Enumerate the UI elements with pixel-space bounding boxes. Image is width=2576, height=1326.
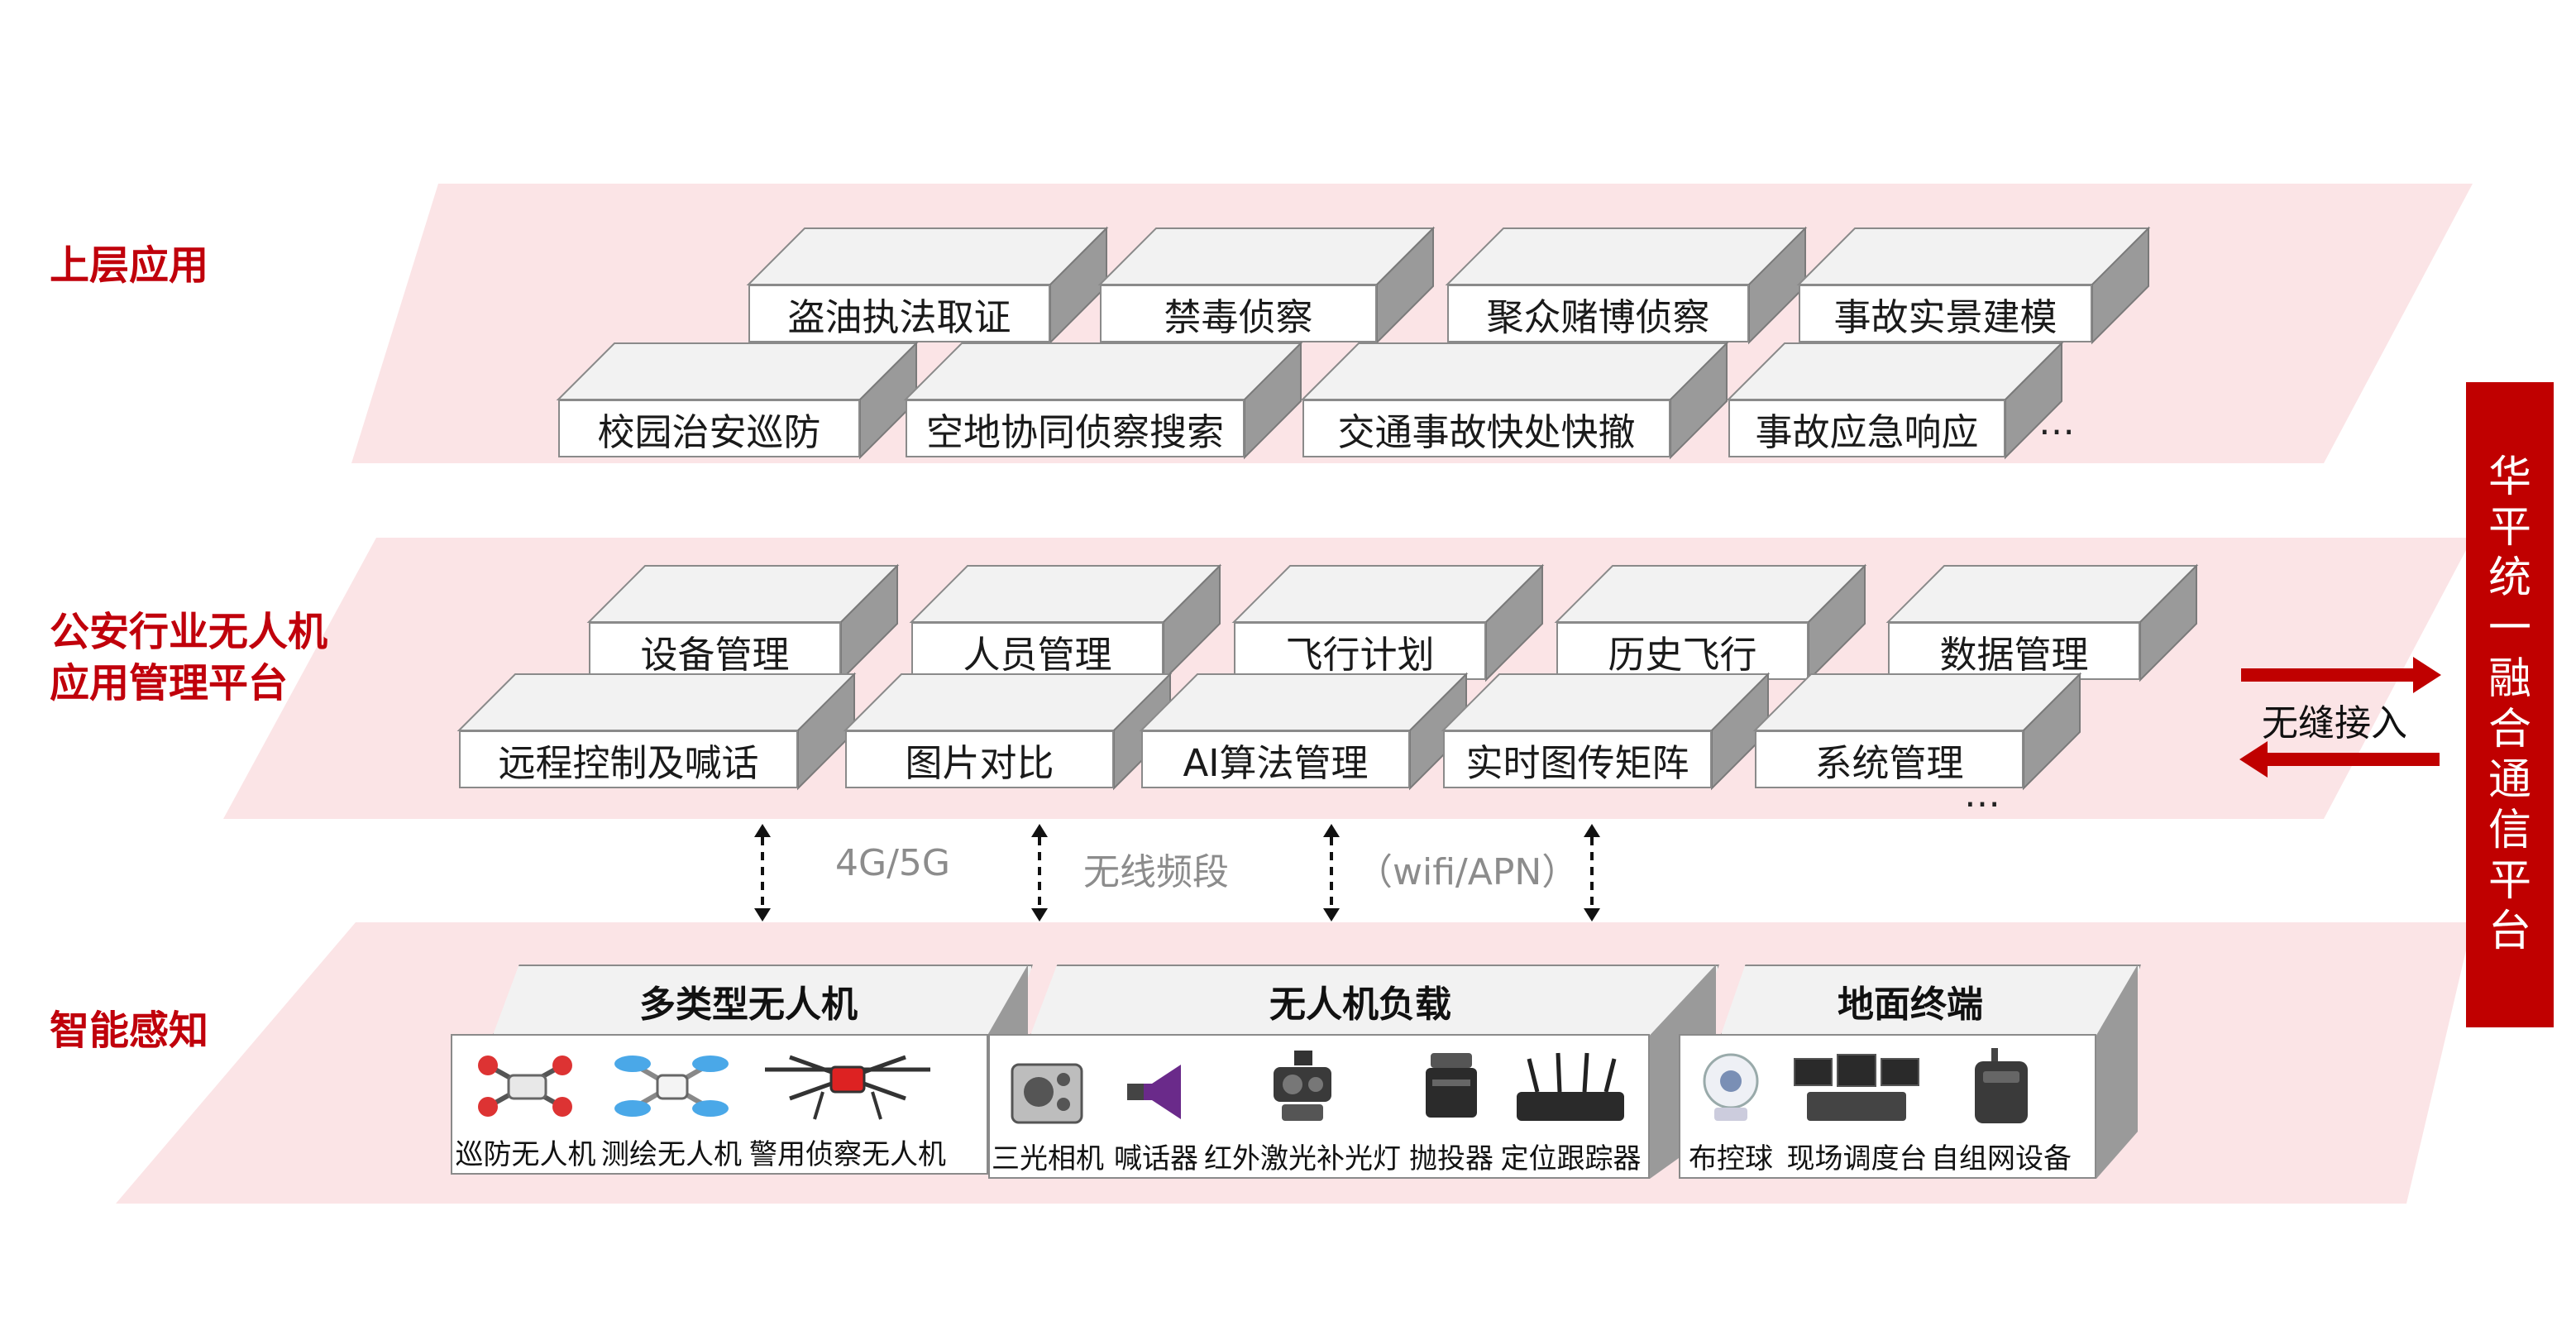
survey-drone-item: 测绘无人机 bbox=[597, 1041, 746, 1173]
top-app-box-8-label: 事故应急响应 bbox=[1728, 400, 2005, 457]
top-app-box-1-label: 盗油执法取证 bbox=[748, 285, 1050, 342]
top-app-box-2-label: 禁毒侦察 bbox=[1100, 285, 1377, 342]
megaphone-label: 喊话器 bbox=[1114, 1142, 1198, 1175]
dispatch-console-label: 现场调度台 bbox=[1786, 1142, 1928, 1175]
platform-name: 华平统一融合通信平台 bbox=[2488, 452, 2531, 956]
megaphone-item: 喊话器 bbox=[1106, 1046, 1206, 1179]
mgmt-box-5-label: 数据管理 bbox=[1888, 622, 2140, 680]
ir-laser-light-icon bbox=[1274, 1051, 1331, 1121]
mgmt-box-2-label: 人员管理 bbox=[911, 622, 1164, 680]
survey-drone-icon bbox=[614, 1056, 729, 1117]
network-label: 4G/5G bbox=[835, 842, 951, 884]
bottom-layer-label: 智能感知 bbox=[50, 1008, 209, 1054]
top-apps-ellipsis: … bbox=[2038, 401, 2077, 443]
mgmt-box-9-label: 实时图传矩阵 bbox=[1443, 730, 1712, 788]
survey-drone-label: 测绘无人机 bbox=[601, 1138, 742, 1171]
top-app-box-5-label: 校园治安巡防 bbox=[558, 400, 860, 457]
locator-tracker-item: 定位跟踪器 bbox=[1498, 1046, 1643, 1179]
left-arrow-shaft bbox=[2266, 753, 2440, 766]
right-arrow-head bbox=[2413, 657, 2441, 693]
dropper-icon bbox=[1426, 1053, 1477, 1118]
dropper-item: 抛投器 bbox=[1402, 1046, 1501, 1179]
top-app-box-6-label: 空地协同侦察搜索 bbox=[906, 400, 1245, 457]
ir-laser-light-label: 红外激光补光灯 bbox=[1204, 1142, 1401, 1175]
mgmt-apps-ellipsis: … bbox=[1964, 773, 2002, 816]
patrol-drone-label: 巡防无人机 bbox=[455, 1138, 596, 1171]
middle-layer-label-1: 公安行业无人机 bbox=[50, 609, 328, 655]
ad-hoc-network-icon bbox=[1975, 1048, 2028, 1123]
middle-layer-label-2: 应用管理平台 bbox=[50, 660, 289, 706]
tri-camera-icon bbox=[1011, 1063, 1083, 1124]
patrol-drone-item: 巡防无人机 bbox=[453, 1041, 598, 1173]
surveillance-ball-label: 布控球 bbox=[1689, 1142, 1773, 1175]
dropper-label: 抛投器 bbox=[1409, 1142, 1494, 1175]
ir-laser-light-item: 红外激光补光灯 bbox=[1203, 1046, 1402, 1179]
top-app-box-3-label: 聚众赌博侦察 bbox=[1447, 285, 1749, 342]
surveillance-ball-item: 布控球 bbox=[1681, 1046, 1780, 1179]
mgmt-box-4-label: 历史飞行 bbox=[1556, 622, 1809, 680]
patrol-drone-icon bbox=[478, 1056, 572, 1117]
locator-tracker-label: 定位跟踪器 bbox=[1500, 1142, 1642, 1175]
top-layer-label: 上层应用 bbox=[50, 242, 209, 289]
mgmt-box-6-label: 远程控制及喊话 bbox=[459, 730, 798, 788]
megaphone-icon bbox=[1127, 1065, 1181, 1119]
right-arrow-shaft bbox=[2241, 668, 2415, 682]
ad-hoc-network-label: 自组网设备 bbox=[1931, 1142, 2072, 1175]
recon-drone-icon bbox=[765, 1055, 930, 1120]
wifi-label: （wifi/APN） bbox=[1356, 851, 1579, 893]
left-arrow-head bbox=[2239, 741, 2268, 778]
dispatch-console-item: 现场调度台 bbox=[1780, 1046, 1933, 1179]
drones-card-title: 多类型无人机 bbox=[639, 984, 858, 1026]
band-label: 无线频段 bbox=[1083, 851, 1229, 893]
unified-communication-platform: 华平统一融合通信平台 bbox=[2466, 382, 2554, 1027]
ground-card-title: 地面终端 bbox=[1838, 984, 1983, 1026]
access-arrows bbox=[2239, 657, 2441, 778]
mgmt-box-7-label: 图片对比 bbox=[845, 730, 1114, 788]
dispatch-console-icon bbox=[1794, 1054, 1919, 1121]
top-app-box-4-label: 事故实景建模 bbox=[1799, 285, 2092, 342]
mgmt-box-1-label: 设备管理 bbox=[589, 622, 841, 680]
seamless-access-label: 无缝接入 bbox=[2262, 702, 2407, 744]
top-app-box-7-label: 交通事故快处快撤 bbox=[1302, 400, 1670, 457]
payloads-card-title: 无人机负载 bbox=[1269, 984, 1451, 1026]
police-recon-drone-label: 警用侦察无人机 bbox=[749, 1138, 946, 1171]
mgmt-box-8-label: AI算法管理 bbox=[1141, 730, 1410, 788]
tri-camera-label: 三光相机 bbox=[992, 1142, 1104, 1175]
police-recon-drone-item: 警用侦察无人机 bbox=[744, 1041, 951, 1173]
locator-tracker-icon bbox=[1517, 1052, 1624, 1121]
tri-camera-item: 三光相机 bbox=[991, 1046, 1105, 1179]
surveillance-ball-icon bbox=[1703, 1053, 1759, 1121]
ad-hoc-network-item: 自组网设备 bbox=[1931, 1046, 2072, 1179]
mgmt-box-10-label: 系统管理 bbox=[1755, 730, 2024, 788]
